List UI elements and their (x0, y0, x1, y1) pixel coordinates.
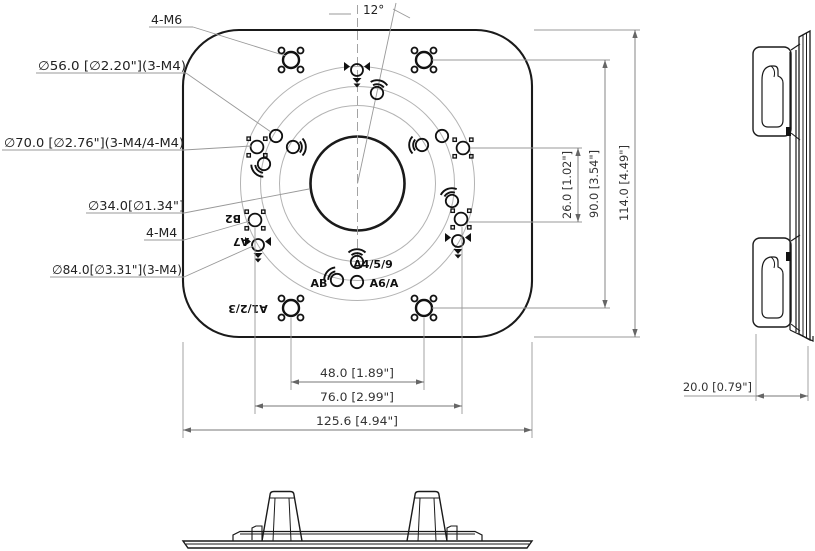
side-top-hook (752, 43, 801, 141)
side-plate-body (798, 29, 811, 342)
side-top-latch (786, 127, 791, 136)
slot-hole-right-lower (438, 185, 464, 211)
side-view: 20.0 [0.79"] (683, 29, 814, 401)
callout-d84: ∅84.0[∅3.31"](3-M4) (50, 245, 254, 278)
hole-label-b2: B2 (225, 212, 241, 225)
dim-114-text: 114.0 [4.49"] (617, 145, 631, 221)
hole-label-a459: A4/5/9 (353, 258, 393, 271)
dim-76-text: 76.0 [2.99"] (320, 390, 394, 404)
dimension-76: 76.0 [2.99"] (255, 390, 462, 409)
bottom-left-latch-block (251, 525, 263, 540)
hole-label-a7: A7 (233, 235, 249, 248)
tick-hole-left-upper (246, 136, 268, 158)
callout-d70: ∅70.0 [∅2.76"](3-M4/4-M4) (2, 135, 252, 151)
plate-outline (181, 28, 534, 339)
bolt-circle-56 (279, 105, 436, 262)
extension-lines (182, 29, 640, 438)
bottom-ledge (232, 530, 483, 541)
angle-ray-12deg (357, 2, 397, 184)
callout-4m4-text: 4-M4 (146, 225, 177, 240)
dimension-114: 114.0 [4.49"] (617, 30, 638, 337)
corner-hole-top-left (277, 46, 305, 74)
bottom-right-latch-block (446, 525, 458, 540)
corner-hole-bottom-left (277, 294, 305, 322)
tick-hole-right-lower (450, 208, 472, 230)
tick-hole-left-lower (244, 209, 266, 231)
side-bottom-latch (786, 252, 791, 261)
dimension-48: 48.0 [1.89"] (291, 366, 424, 385)
angle-tick-right (392, 8, 411, 19)
dim-26-text: 26.0 [1.02"] (560, 151, 574, 219)
dim-20-text: 20.0 [0.79"] (683, 380, 752, 394)
bottom-post-right (406, 490, 458, 542)
hole-label-ab: AB (311, 277, 328, 290)
callout-d34: ∅34.0[∅1.34"] (86, 188, 310, 214)
side-bottom-hook (752, 234, 801, 332)
callout-d56: ∅56.0 [∅2.20"](3-M4) (36, 58, 272, 133)
front-view: 12° B2 A7 A1/2/3 AB A4/5/9 A6/A (2, 2, 640, 438)
dimension-20: 20.0 [0.79"] (683, 334, 809, 401)
hole-label-a123: A1/2/3 (228, 302, 268, 315)
tri-hole-right-bottom (444, 232, 472, 260)
dimension-125: 125.6 [4.94"] (183, 414, 532, 433)
screw-hole-bottom (349, 274, 365, 290)
bottom-base-plate (181, 540, 534, 549)
dim-90-text: 90.0 [3.54"] (587, 150, 601, 218)
tri-hole-top (343, 61, 371, 89)
hole-label-a6a: A6/A (370, 277, 399, 290)
bolt-circle-84 (240, 66, 475, 301)
callout-d70-text: ∅70.0 [∅2.76"](3-M4/4-M4) (4, 135, 184, 150)
callout-d34-text: ∅34.0[∅1.34"] (88, 198, 184, 213)
callout-d84-text: ∅84.0[∅3.31"](3-M4) (52, 262, 182, 277)
callout-d56-text: ∅56.0 [∅2.20"](3-M4) (38, 58, 186, 73)
dim-48-text: 48.0 [1.89"] (320, 366, 394, 380)
callout-4m6-text: 4-M6 (151, 12, 182, 27)
callout-4m4: 4-M4 (144, 220, 251, 241)
side-foot (789, 329, 814, 342)
callout-4m6: 4-M6 (149, 12, 287, 57)
dim-125-text: 125.6 [4.94"] (316, 414, 398, 428)
dimension-26: 26.0 [1.02"] (560, 148, 581, 222)
dimension-90: 90.0 [3.54"] (587, 59, 608, 308)
bottom-view (181, 490, 534, 549)
bottom-post-left (251, 490, 303, 542)
angle-label: 12° (363, 3, 384, 17)
slot-hole-left-upper (285, 137, 307, 157)
